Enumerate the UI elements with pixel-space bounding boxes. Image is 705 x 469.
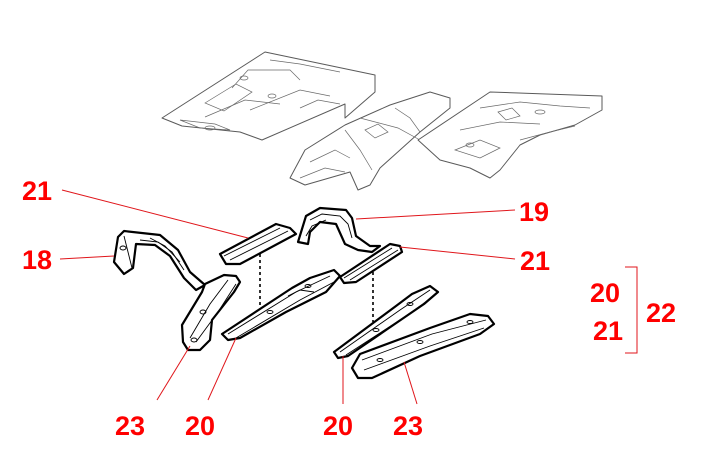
part-23-left-rail: [180, 273, 242, 352]
group-callout-20: 20: [590, 278, 620, 308]
callout-23-left: 23: [115, 411, 145, 441]
callout-23-right: 23: [393, 411, 423, 441]
callout-18: 18: [22, 245, 52, 275]
callout-20-left: 20: [185, 411, 215, 441]
part-21-right-channel: [338, 242, 404, 285]
callout-20-mid: 20: [323, 411, 353, 441]
part-18-bracket: [112, 229, 207, 292]
part-19-arch: [296, 206, 382, 254]
callouts: 21 19 18 21 23 20 20 23 20 21 22: [22, 176, 676, 441]
part-23-right-rail: [350, 312, 496, 380]
callout-19: 19: [519, 197, 549, 227]
part-20-left-rail: [220, 268, 342, 342]
callout-21-top: 21: [22, 176, 52, 206]
part-21-left-channel: [218, 222, 298, 266]
group-callout-21: 21: [593, 316, 623, 346]
alignment-dashes: [259, 254, 374, 322]
group-callout-22: 22: [646, 298, 676, 328]
leader-lines: [59, 189, 638, 405]
floor-panel-assembly: [161, 51, 603, 191]
callout-21-right: 21: [520, 246, 550, 276]
